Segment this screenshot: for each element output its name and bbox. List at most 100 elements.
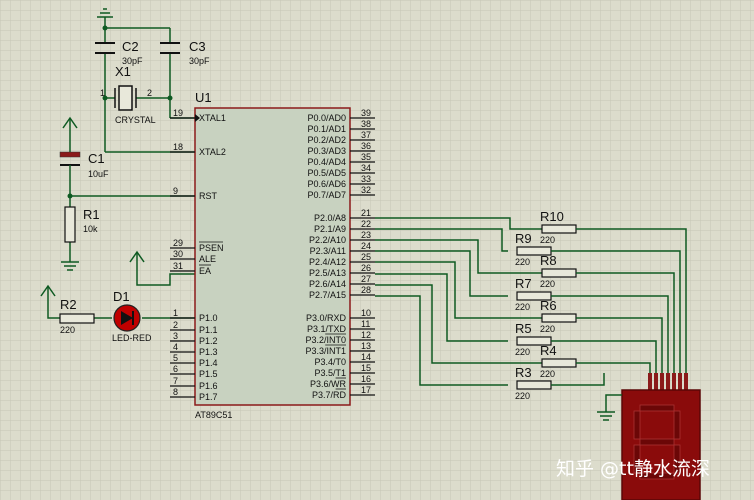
resistor-value-label: 220	[540, 369, 555, 379]
pin-name-left: P1.7	[199, 392, 218, 402]
junction-dot	[67, 193, 73, 199]
pin-name-left: RST	[199, 191, 218, 201]
pin-number-right: 11	[361, 319, 370, 329]
d1-value-label: LED-RED	[112, 333, 152, 343]
pin-number-left: 7	[173, 376, 178, 386]
pin-name-left: P1.5	[199, 369, 218, 379]
r2-value-label: 220	[60, 325, 75, 335]
ground-symbol-display	[597, 394, 622, 421]
resistor-r10	[541, 224, 577, 234]
pin-name-right: P0.2/AD2	[307, 135, 346, 145]
pin-number-left: 9	[173, 186, 178, 196]
resistor-r8	[541, 268, 577, 278]
pin-number-right: 32	[361, 185, 371, 195]
resistor-value-label: 220	[540, 279, 555, 289]
pin-number-right: 28	[361, 285, 371, 295]
clock-marker	[195, 114, 200, 122]
pin-name-right: P2.0/A8	[314, 213, 346, 223]
pin-name-left: P1.0	[199, 313, 218, 323]
pin-number-right: 26	[361, 263, 371, 273]
pin-name-right: P2.1/A9	[314, 224, 346, 234]
junction-dot	[167, 95, 173, 101]
pin-number-left: 5	[173, 353, 178, 363]
pin-number-left: 18	[173, 142, 183, 152]
ground-symbol-reset	[61, 261, 79, 271]
pin-name-right: P0.4/AD4	[307, 157, 346, 167]
crystal-x1	[114, 85, 137, 111]
pin-number-right: 24	[361, 241, 371, 251]
pin-name-right: P2.4/A12	[309, 257, 346, 267]
resistor-value-label: 220	[515, 257, 530, 267]
pin-number-right: 15	[361, 363, 371, 373]
c2-ref-label: C2	[122, 39, 139, 54]
pin-name-right: P2.7/A15	[309, 290, 346, 300]
pin-name-left: PSEN	[199, 243, 224, 253]
pin-name-left: P1.6	[199, 381, 218, 391]
resistor-ref-label: R6	[540, 298, 557, 313]
pin-number-right: 13	[361, 341, 371, 351]
pin-number-right: 12	[361, 330, 371, 340]
c1-ref-label: C1	[88, 151, 105, 166]
r2-ref-label: R2	[60, 297, 77, 312]
resistor-ref-label: R9	[515, 231, 532, 246]
pin-number-right: 37	[361, 130, 371, 140]
resistor-ref-label: R5	[515, 321, 532, 336]
resistor-ref-label: R7	[515, 276, 532, 291]
pin-name-right: P0.6/AD6	[307, 179, 346, 189]
pin-name-left: P1.3	[199, 347, 218, 357]
resistor-r2	[59, 313, 95, 324]
pin-name-right: P0.7/AD7	[307, 190, 346, 200]
pin-name-right: P2.3/A11	[310, 246, 346, 256]
pin-number-right: 17	[361, 385, 371, 395]
seven-segment-digit	[633, 404, 681, 480]
pin-number-right: 33	[361, 174, 371, 184]
display-pins	[648, 373, 688, 391]
ground-symbol-top	[97, 8, 113, 28]
junction-dot	[102, 25, 108, 31]
led-d1	[113, 304, 141, 332]
watermark-text: 知乎 @tt静水流深	[556, 458, 710, 480]
d1-ref-label: D1	[113, 289, 130, 304]
pin-name-right: P2.5/A13	[309, 268, 346, 278]
junction-dot	[102, 95, 108, 101]
resistor-value-label: 220	[540, 235, 555, 245]
x1-ref-label: X1	[115, 64, 131, 79]
pin-number-right: 27	[361, 274, 371, 284]
pin-name-left: XTAL2	[199, 147, 226, 157]
pin-number-left: 29	[173, 238, 183, 248]
pin-number-right: 35	[361, 152, 371, 162]
resistor-value-label: 220	[515, 347, 530, 357]
pin-name-left: P1.1	[199, 325, 218, 335]
pin-number-right: 16	[361, 374, 371, 384]
pin-name-right: P3.6/WR	[310, 379, 347, 389]
resistor-r3	[516, 380, 552, 390]
pin-number-right: 34	[361, 163, 371, 173]
pin-number-left: 31	[173, 261, 183, 271]
resistor-r6	[541, 313, 577, 323]
pin-number-right: 10	[361, 308, 371, 318]
x1-value-label: CRYSTAL	[115, 115, 156, 125]
resistor-value-label: 220	[515, 391, 530, 401]
capacitor-c3	[160, 42, 180, 54]
c2-value-label: 30pF	[122, 56, 143, 66]
r1-value-label: 10k	[83, 224, 98, 234]
pin-number-right: 38	[361, 119, 371, 129]
pin-name-left: ALE	[199, 254, 216, 264]
pin-name-right: P0.1/AD1	[307, 124, 346, 134]
pin-number-left: 2	[173, 320, 178, 330]
pin-name-right: P0.0/AD0	[307, 113, 346, 123]
pin-name-left: P1.2	[199, 336, 218, 346]
chip-u1-body	[194, 107, 351, 406]
pin-number-left: 30	[173, 249, 183, 259]
x1-pin1-label: 1	[100, 88, 105, 98]
r1-ref-label: R1	[83, 207, 100, 222]
pin-name-left: EA	[199, 266, 211, 276]
c1-value-label: 10uF	[88, 169, 109, 179]
resistor-r4	[541, 358, 577, 368]
pin-name-left: XTAL1	[199, 113, 226, 123]
resistor-value-label: 220	[515, 302, 530, 312]
pin-number-right: 25	[361, 252, 371, 262]
pin-name-left: P1.4	[199, 358, 218, 368]
pin-number-right: 36	[361, 141, 371, 151]
